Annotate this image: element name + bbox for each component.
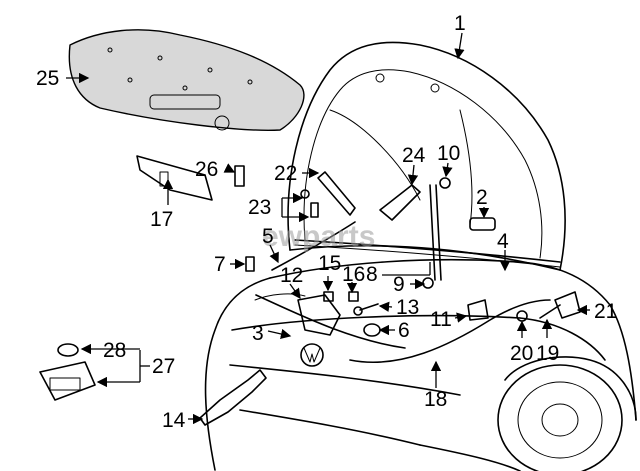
callout-24: 24 [402,144,426,167]
callout-7: 7 [214,253,226,276]
hood-insulation-pad [68,29,305,131]
callout-19: 19 [536,342,559,365]
callout-23: 23 [248,196,271,219]
callout-27: 27 [152,355,175,378]
callout-22: 22 [274,162,297,185]
callout-28: 28 [103,339,126,362]
car-body-outline [204,258,637,471]
callout-4: 4 [497,230,509,253]
hood-props [39,171,581,426]
callout-9: 9 [393,273,405,296]
callout-21: 21 [594,300,617,323]
callout-20: 20 [510,342,533,365]
callout-3: 3 [252,322,264,345]
callout-15: 15 [318,252,341,275]
leader-lines [66,32,590,425]
callout-8: 8 [366,263,378,286]
callout-17: 17 [150,208,173,231]
callout-13: 13 [396,296,419,319]
callout-numbers: 1 2 3 4 5 6 7 8 9 10 11 12 13 14 15 16 1… [36,12,617,432]
callout-1: 1 [454,12,466,35]
callout-14: 14 [162,409,186,432]
callout-16: 16 [342,263,365,286]
watermark-text: ewparts [262,220,375,253]
callout-5: 5 [262,225,274,248]
callout-25: 25 [36,67,59,90]
callout-18: 18 [424,388,447,411]
callout-11: 11 [430,308,452,331]
vw-emblem-icon [300,343,324,367]
callout-6: 6 [398,319,410,342]
callout-2: 2 [476,186,488,209]
callout-12: 12 [280,264,303,287]
wheel-icon [497,364,623,471]
callout-10: 10 [437,142,460,165]
callout-26: 26 [195,158,218,181]
